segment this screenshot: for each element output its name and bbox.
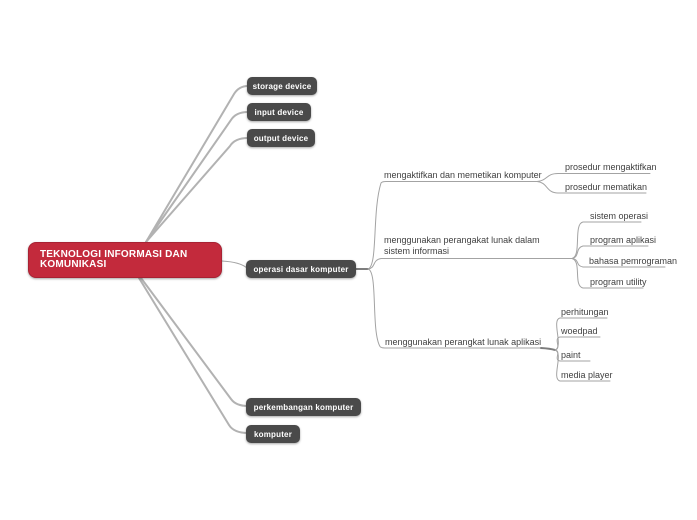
- topic-program-aplikasi[interactable]: program aplikasi: [590, 235, 657, 245]
- line-mengaktifkan: [367, 181, 538, 270]
- node-perkembangan-komputer-label: perkembangan komputer: [253, 402, 354, 412]
- topic-menggunakan-perangkat-lunak-aplikasi[interactable]: menggunakan perangkat lunak aplikasi: [385, 337, 542, 347]
- branch-line-komputer: [138, 277, 249, 434]
- root-node-label: TEKNOLOGI INFORMASI DAN KOMUNIKASI: [40, 248, 188, 270]
- node-komputer[interactable]: komputer: [246, 425, 300, 443]
- node-output-device-label: output device: [253, 133, 309, 143]
- node-output-device[interactable]: output device: [247, 129, 315, 147]
- topic-menggunakan-perangakat-lunak-sistem-informasi[interactable]: menggunakan perangakat lunak dalam siste…: [384, 235, 540, 256]
- topic-prosedur-mematikan[interactable]: prosedur mematikan: [565, 182, 648, 192]
- line-sistem-operasi: [571, 221, 642, 259]
- topic-media-player[interactable]: media player: [561, 370, 613, 380]
- topic-paint[interactable]: paint: [561, 350, 581, 360]
- topic-mengaktifkan-dan-memetikan[interactable]: mengaktifkan dan memetikan komputer: [384, 170, 542, 180]
- aplikasi-trunk-stub: [540, 347, 556, 351]
- node-operasi-dasar-komputer-label: operasi dasar komputer: [253, 264, 349, 274]
- line-woedpad: [554, 336, 601, 351]
- topic-woedpad[interactable]: woedpad: [561, 326, 598, 336]
- node-input-device[interactable]: input device: [247, 103, 311, 121]
- line-prosedur-mengaktifkan: [536, 173, 651, 182]
- topic-sistem-operasi[interactable]: sistem operasi: [590, 211, 649, 221]
- node-operasi-dasar-komputer[interactable]: operasi dasar komputer: [246, 260, 356, 278]
- topic-prosedur-mengaktifkan[interactable]: prosedur mengaktifkan: [565, 162, 657, 172]
- line-prosedur-mematikan: [536, 181, 647, 194]
- root-node-teknologi-informasi[interactable]: TEKNOLOGI INFORMASI DAN KOMUNIKASI: [28, 242, 222, 278]
- line-media-player: [554, 349, 611, 382]
- node-komputer-label: komputer: [253, 429, 293, 439]
- topic-program-utility[interactable]: program utility: [590, 277, 647, 287]
- node-storage-device[interactable]: storage device: [247, 77, 317, 95]
- node-perkembangan-komputer[interactable]: perkembangan komputer: [246, 398, 361, 416]
- node-storage-device-label: storage device: [252, 81, 312, 91]
- topic-bahasa-pemrograman[interactable]: bahasa pemrograman: [589, 256, 678, 266]
- line-program-utility: [571, 258, 644, 289]
- branch-line-perkembangan-komputer: [140, 277, 249, 407]
- topic-perhitungan[interactable]: perhitungan: [561, 307, 609, 317]
- line-program-aplikasi: [571, 245, 649, 259]
- node-input-device-label: input device: [254, 107, 304, 117]
- line-menggunakan-aplikasi: [367, 268, 542, 349]
- branch-line-operasi-dasar-komputer: [221, 260, 248, 269]
- branch-line-storage-device: [145, 85, 249, 243]
- branch-line-input-device: [145, 111, 249, 243]
- branch-line-output-device: [145, 137, 249, 243]
- line-menggunakan-sistem-informasi: [367, 258, 573, 270]
